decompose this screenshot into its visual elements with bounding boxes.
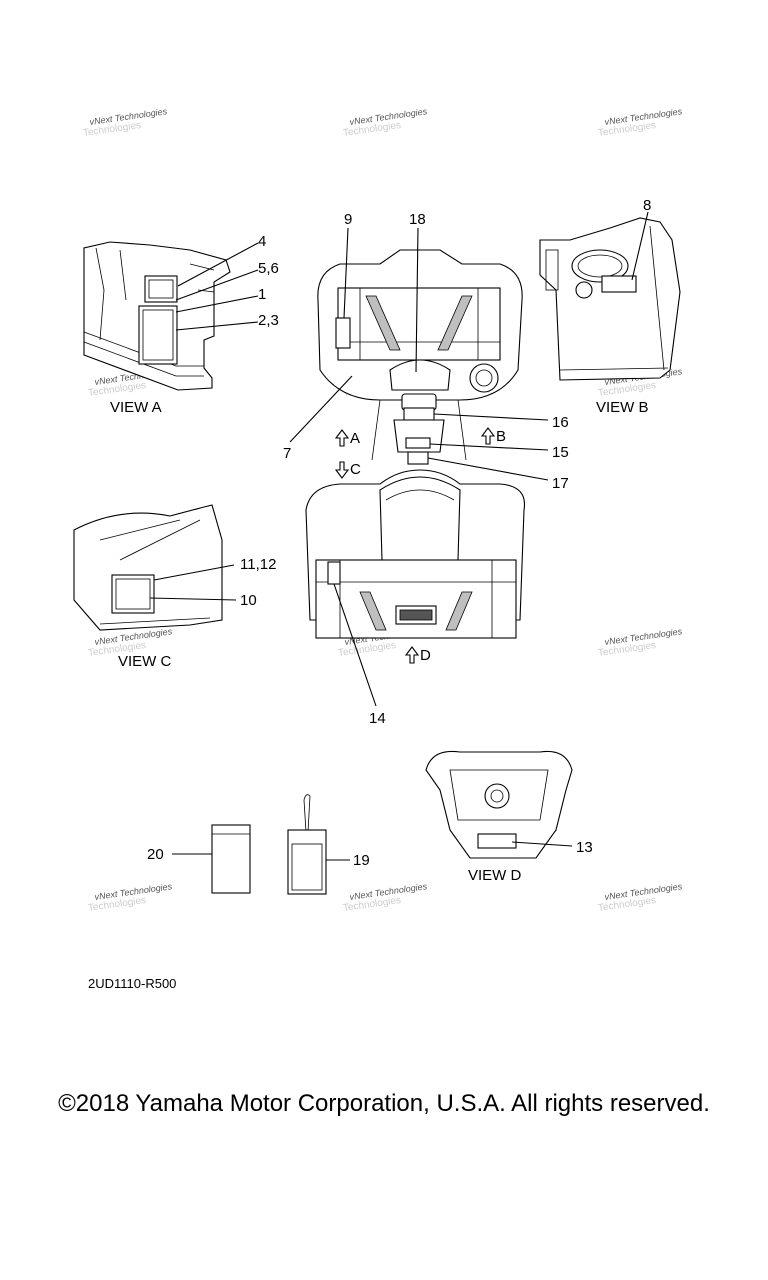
callout-13: 13 xyxy=(576,839,593,856)
arrow-c-icon xyxy=(334,461,350,479)
decal-15 xyxy=(405,437,431,449)
arrow-c-label: C xyxy=(350,461,361,478)
callout-17: 17 xyxy=(552,475,569,492)
callout-9: 9 xyxy=(344,211,352,228)
copyright-notice: ©2018 Yamaha Motor Corporation, U.S.A. A… xyxy=(58,1090,710,1117)
arrow-b-icon xyxy=(480,427,496,445)
callout-19: 19 xyxy=(353,852,370,869)
arrow-a-icon xyxy=(334,429,350,447)
decal-14 xyxy=(327,561,341,585)
decal-16 xyxy=(403,407,435,421)
atv-top-view: A B C D 9 18 7 16 15 17 14 xyxy=(283,211,569,727)
arrow-d-label: D xyxy=(420,647,431,664)
callout-2-3: 2,3 xyxy=(258,312,279,329)
decal-8 xyxy=(601,275,637,293)
watermark: Technologies vNext Technologies xyxy=(87,881,173,914)
watermark: Technologies vNext Technologies xyxy=(82,106,168,139)
item-19-tag xyxy=(287,829,327,895)
watermark: Technologies vNext Technologies xyxy=(597,881,683,914)
decal-17 xyxy=(407,451,429,465)
arrow-b-label: B xyxy=(496,428,506,445)
callout-7: 7 xyxy=(283,445,291,462)
watermark: Technologies vNext Technologies xyxy=(597,626,683,659)
callout-16: 16 xyxy=(552,414,569,431)
callout-4: 4 xyxy=(258,233,266,250)
callout-15: 15 xyxy=(552,444,569,461)
callout-20: 20 xyxy=(147,846,164,863)
diagram-code: 2UD1110-R500 xyxy=(88,976,176,991)
view-b-label: VIEW B xyxy=(596,399,649,416)
arrow-d-icon xyxy=(404,646,420,664)
view-a-drawing: 4 5,6 1 2,3 VIEW A xyxy=(83,233,279,416)
arrow-a-label: A xyxy=(350,430,360,447)
callout-10: 10 xyxy=(240,592,257,609)
callout-1: 1 xyxy=(258,286,266,303)
watermark: Technologies vNext Technologies xyxy=(342,881,428,914)
decal-10-11-12 xyxy=(111,574,155,614)
decal-1-2-3 xyxy=(138,305,178,365)
callout-18: 18 xyxy=(409,211,426,228)
item-20-manual xyxy=(211,824,251,894)
view-a-label: VIEW A xyxy=(110,399,162,416)
view-b-drawing: 8 VIEW B xyxy=(539,197,681,416)
watermark: Technologies vNext Technologies xyxy=(597,106,683,139)
callout-5-6: 5,6 xyxy=(258,260,279,277)
callout-11-12: 11,12 xyxy=(240,556,276,573)
view-c-label: VIEW C xyxy=(118,653,172,670)
watermark: Technologies vNext Technologies xyxy=(342,106,428,139)
view-c-drawing: 11,12 10 VIEW C xyxy=(73,504,276,670)
callout-8: 8 xyxy=(643,197,651,214)
decal-9 xyxy=(335,317,351,349)
decal-13 xyxy=(477,833,517,849)
loose-items: 20 19 xyxy=(147,794,370,895)
callout-14: 14 xyxy=(369,710,386,727)
view-d-label: VIEW D xyxy=(468,867,522,884)
view-d-drawing: 13 VIEW D xyxy=(425,750,593,884)
